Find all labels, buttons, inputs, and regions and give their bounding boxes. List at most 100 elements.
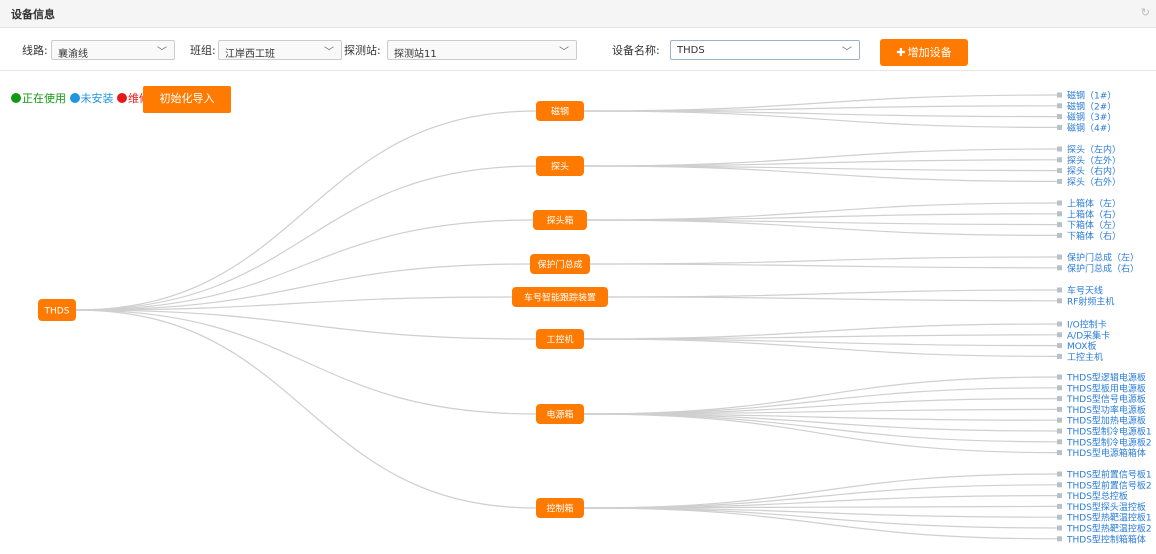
leaf-item[interactable]: THDS型总控板 <box>1057 490 1128 502</box>
leaf-item[interactable]: 磁钢（4#） <box>1057 122 1116 134</box>
leaf-item[interactable]: 保护门总成（右） <box>1057 262 1139 274</box>
leaf-item[interactable]: THDS型热靶温控板1 <box>1057 512 1152 524</box>
init-import-button[interactable]: 初始化导入 <box>143 86 231 113</box>
branch-link <box>583 413 1058 454</box>
tree-branch-node[interactable]: 探头 <box>536 156 584 176</box>
leaf-item[interactable]: 保护门总成（左） <box>1057 252 1139 264</box>
tree-branch-node[interactable]: 工控机 <box>536 329 584 349</box>
leaf-label: MOX板 <box>1067 340 1096 352</box>
leaf-item[interactable]: THDS型功率电源板 <box>1057 404 1146 416</box>
leaf-marker-icon <box>1057 374 1062 380</box>
leaf-item[interactable]: THDS型加热电源板 <box>1057 415 1146 427</box>
leaf-item[interactable]: THDS型控制箱箱体 <box>1057 533 1146 545</box>
tree-branch-node[interactable]: 控制箱 <box>536 498 584 518</box>
leaf-item[interactable]: THDS型前置信号板1 <box>1057 469 1152 481</box>
leaf-label: 保护门总成（右） <box>1067 262 1139 274</box>
branch-link <box>586 213 1058 221</box>
leaf-item[interactable]: 磁钢（1#） <box>1057 90 1116 102</box>
tree-branch-node[interactable]: 电源箱 <box>536 404 584 424</box>
leaf-item[interactable]: A/D采集卡 <box>1057 329 1110 341</box>
leaf-item[interactable]: THDS型电源箱箱体 <box>1057 447 1146 459</box>
leaf-label: 上箱体（左） <box>1067 198 1121 210</box>
leaf-item[interactable]: 磁钢（2#） <box>1057 100 1116 112</box>
device-select[interactable]: THDS ﹀ <box>670 40 860 60</box>
leaf-label: THDS型控制箱箱体 <box>1066 533 1146 545</box>
root-link <box>75 110 537 311</box>
panel-header: 设备信息 ↻ <box>0 0 1156 28</box>
plus-icon: ✚ <box>896 46 906 59</box>
root-link <box>75 219 534 311</box>
leaf-item[interactable]: 工控主机 <box>1057 351 1103 363</box>
leaf-marker-icon <box>1057 103 1062 109</box>
leaf-marker-icon <box>1057 428 1062 434</box>
leaf-label: 探头（左外） <box>1067 154 1121 166</box>
station-select[interactable]: 探测站11 ﹀ <box>387 40 577 60</box>
leaf-item[interactable]: THDS型制冷电源板2 <box>1057 436 1152 448</box>
leaf-label: 磁钢（3#） <box>1067 111 1116 123</box>
branch-link <box>583 159 1058 167</box>
leaf-marker-icon <box>1057 232 1062 238</box>
branch-link <box>583 413 1058 443</box>
leaf-item[interactable]: 上箱体（左） <box>1057 198 1121 210</box>
team-select[interactable]: 江岸西工班 ﹀ <box>218 40 342 60</box>
leaf-label: THDS型逻辑电源板 <box>1066 372 1146 384</box>
leaf-item[interactable]: THDS型逻辑电源板 <box>1057 372 1146 384</box>
leaf-item[interactable]: 探头（左内） <box>1057 144 1121 156</box>
tree-branch-node[interactable]: 磁钢 <box>536 101 584 121</box>
leaf-marker-icon <box>1057 450 1062 456</box>
leaf-label: 工控主机 <box>1067 351 1103 363</box>
team-select-value: 江岸西工班 <box>225 49 275 60</box>
branch-link <box>607 289 1058 298</box>
tree-branch-node[interactable]: 探头箱 <box>533 210 587 230</box>
leaf-item[interactable]: THDS型热靶温控板2 <box>1057 523 1152 535</box>
not-installed-dot-icon <box>69 93 80 103</box>
tree-branch-node-box <box>536 329 584 349</box>
tree-branch-node[interactable]: 车号智能跟踪装置 <box>512 287 608 307</box>
leaf-item[interactable]: THDS型信号电源板 <box>1057 393 1146 405</box>
tree-branch-node-label: 工控机 <box>546 334 573 346</box>
leaf-item[interactable]: THDS型制冷电源板1 <box>1057 426 1152 438</box>
root-link <box>75 309 537 509</box>
station-select-value: 探测站11 <box>394 49 437 60</box>
leaf-item[interactable]: THDS型前置信号板2 <box>1057 479 1152 491</box>
leaf-item[interactable]: 下箱体（右） <box>1057 230 1121 242</box>
branch-link <box>583 165 1058 182</box>
add-device-button[interactable]: ✚增加设备 <box>880 39 968 66</box>
tree-branch-node[interactable]: 保护门总成 <box>530 254 590 274</box>
leaf-label: 保护门总成（左） <box>1067 252 1139 264</box>
leaf-item[interactable]: 下箱体（左） <box>1057 219 1121 231</box>
leaf-label: 磁钢（2#） <box>1067 100 1116 112</box>
leaf-item[interactable]: I/O控制卡 <box>1057 319 1107 331</box>
refresh-icon[interactable]: ↻ <box>1140 6 1150 19</box>
leaf-item[interactable]: THDS型板用电源板 <box>1057 382 1146 394</box>
add-device-label: 增加设备 <box>907 46 952 59</box>
leaf-item[interactable]: 探头（右内） <box>1057 165 1121 177</box>
leaf-marker-icon <box>1057 353 1062 359</box>
tree-root-node[interactable]: THDS <box>38 299 76 321</box>
leaf-item[interactable]: 探头（左外） <box>1057 154 1121 166</box>
leaf-label: THDS型前置信号板1 <box>1066 469 1152 481</box>
leaf-label: THDS型总控板 <box>1066 490 1128 502</box>
leaf-item[interactable]: 车号天线 <box>1057 285 1103 297</box>
leaf-label: THDS型热靶温控板1 <box>1066 512 1152 524</box>
line-select[interactable]: 襄渝线 ﹀ <box>51 40 175 60</box>
leaf-item[interactable]: 磁钢（3#） <box>1057 111 1116 123</box>
leaf-label: 上箱体（右） <box>1067 208 1121 220</box>
device-select-value: THDS <box>677 45 705 56</box>
branch-link <box>607 296 1058 302</box>
tree-branch-node-box <box>512 287 608 307</box>
leaf-label: 磁钢（4#） <box>1067 122 1116 134</box>
panel-title: 设备信息 <box>11 8 55 21</box>
tree-branch-node-box <box>536 498 584 518</box>
leaf-item[interactable]: 上箱体（右） <box>1057 208 1121 220</box>
leaf-item[interactable]: THDS型探头温控板 <box>1057 501 1146 513</box>
leaf-item[interactable]: RF射频主机 <box>1057 295 1114 307</box>
root-link <box>75 165 537 311</box>
leaf-marker-icon <box>1057 265 1062 271</box>
leaf-item[interactable]: MOX板 <box>1057 340 1096 352</box>
leaf-item[interactable]: 探头（右外） <box>1057 176 1121 188</box>
leaf-marker-icon <box>1057 514 1062 520</box>
leaf-label: THDS型热靶温控板2 <box>1066 523 1152 535</box>
filter-bar: 线路: 襄渝线 ﹀ 班组: 江岸西工班 ﹀ 探测站: 探测站11 ﹀ 设备名称:… <box>0 28 1156 71</box>
